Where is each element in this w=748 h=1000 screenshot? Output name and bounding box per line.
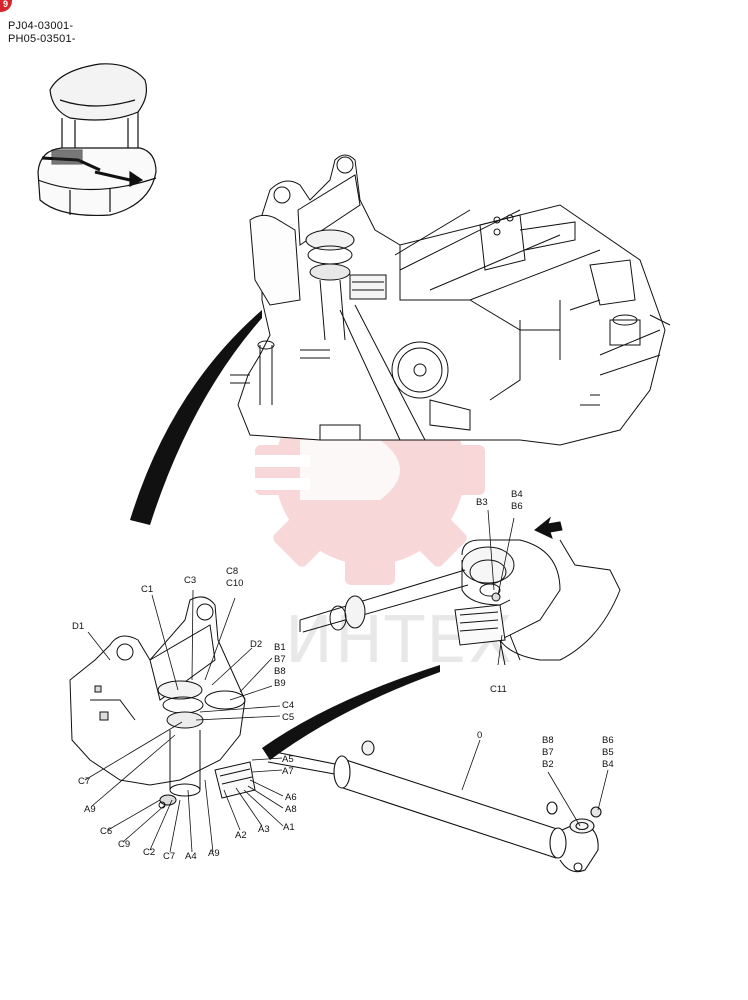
callout-C7: C7 xyxy=(78,776,90,787)
callout-0: 0 xyxy=(477,730,482,741)
callout-B1: B1 xyxy=(274,642,286,653)
callout-A1: A1 xyxy=(283,822,295,833)
callout-B7-rod-end: B7 xyxy=(542,747,554,758)
machine-overview-thumbnail xyxy=(37,63,157,217)
callout-leader-lines xyxy=(84,509,609,853)
serial-number-1: PJ04-03001- xyxy=(8,20,74,32)
callout-A2: A2 xyxy=(235,830,247,841)
callout-C5: C5 xyxy=(282,712,294,723)
serial-number-2: PH05-03501- xyxy=(8,33,76,45)
callout-C9: C9 xyxy=(118,839,130,850)
callout-B8: B8 xyxy=(274,666,286,677)
callout-D2: D2 xyxy=(250,639,262,650)
swing-cylinder xyxy=(264,740,602,873)
callout-B4: B4 xyxy=(511,489,523,500)
callout-A9: A9 xyxy=(84,804,96,815)
callout-C6: C6 xyxy=(100,826,112,837)
callout-C10: C10 xyxy=(226,578,243,589)
callout-A9-lower: A9 xyxy=(208,848,220,859)
callout-C3: C3 xyxy=(184,575,196,586)
callout-B5-rod-end: B5 xyxy=(602,747,614,758)
callout-A5: A5 xyxy=(282,754,294,765)
detail-leader-curve-upper xyxy=(130,310,262,525)
callout-A8: A8 xyxy=(285,804,297,815)
swing-bracket-detail xyxy=(69,596,256,809)
cylinder-head-detail xyxy=(299,516,621,666)
callout-A6: A6 xyxy=(285,792,297,803)
callout-B4-rod-end: B4 xyxy=(602,759,614,770)
callout-B6: B6 xyxy=(511,501,523,512)
callout-labels: B3 B4 B6 C11 C1 C3 C8 C10 D1 D2 B1 B7 B8… xyxy=(72,489,614,862)
callout-C1: C1 xyxy=(141,584,153,595)
swing-frame-detail xyxy=(230,154,671,446)
callout-C11: C11 xyxy=(490,684,507,695)
callout-B3: B3 xyxy=(476,497,488,508)
page-badge-number: 9 xyxy=(2,0,8,9)
callout-C4: C4 xyxy=(282,700,294,711)
callout-B8-rod-end: B8 xyxy=(542,735,554,746)
callout-C7-lower: C7 xyxy=(163,851,175,862)
callout-A4: A4 xyxy=(185,851,197,862)
callout-B9: B9 xyxy=(274,678,286,689)
callout-B2-rod-end: B2 xyxy=(542,759,554,770)
callout-B6-rod-end: B6 xyxy=(602,735,614,746)
callout-A3: A3 xyxy=(258,824,270,835)
callout-D1: D1 xyxy=(72,621,84,632)
callout-C8: C8 xyxy=(226,566,238,577)
callout-A7: A7 xyxy=(282,766,294,777)
callout-C2: C2 xyxy=(143,847,155,858)
callout-B7: B7 xyxy=(274,654,286,665)
detail-leader-curve-lower xyxy=(262,665,440,760)
